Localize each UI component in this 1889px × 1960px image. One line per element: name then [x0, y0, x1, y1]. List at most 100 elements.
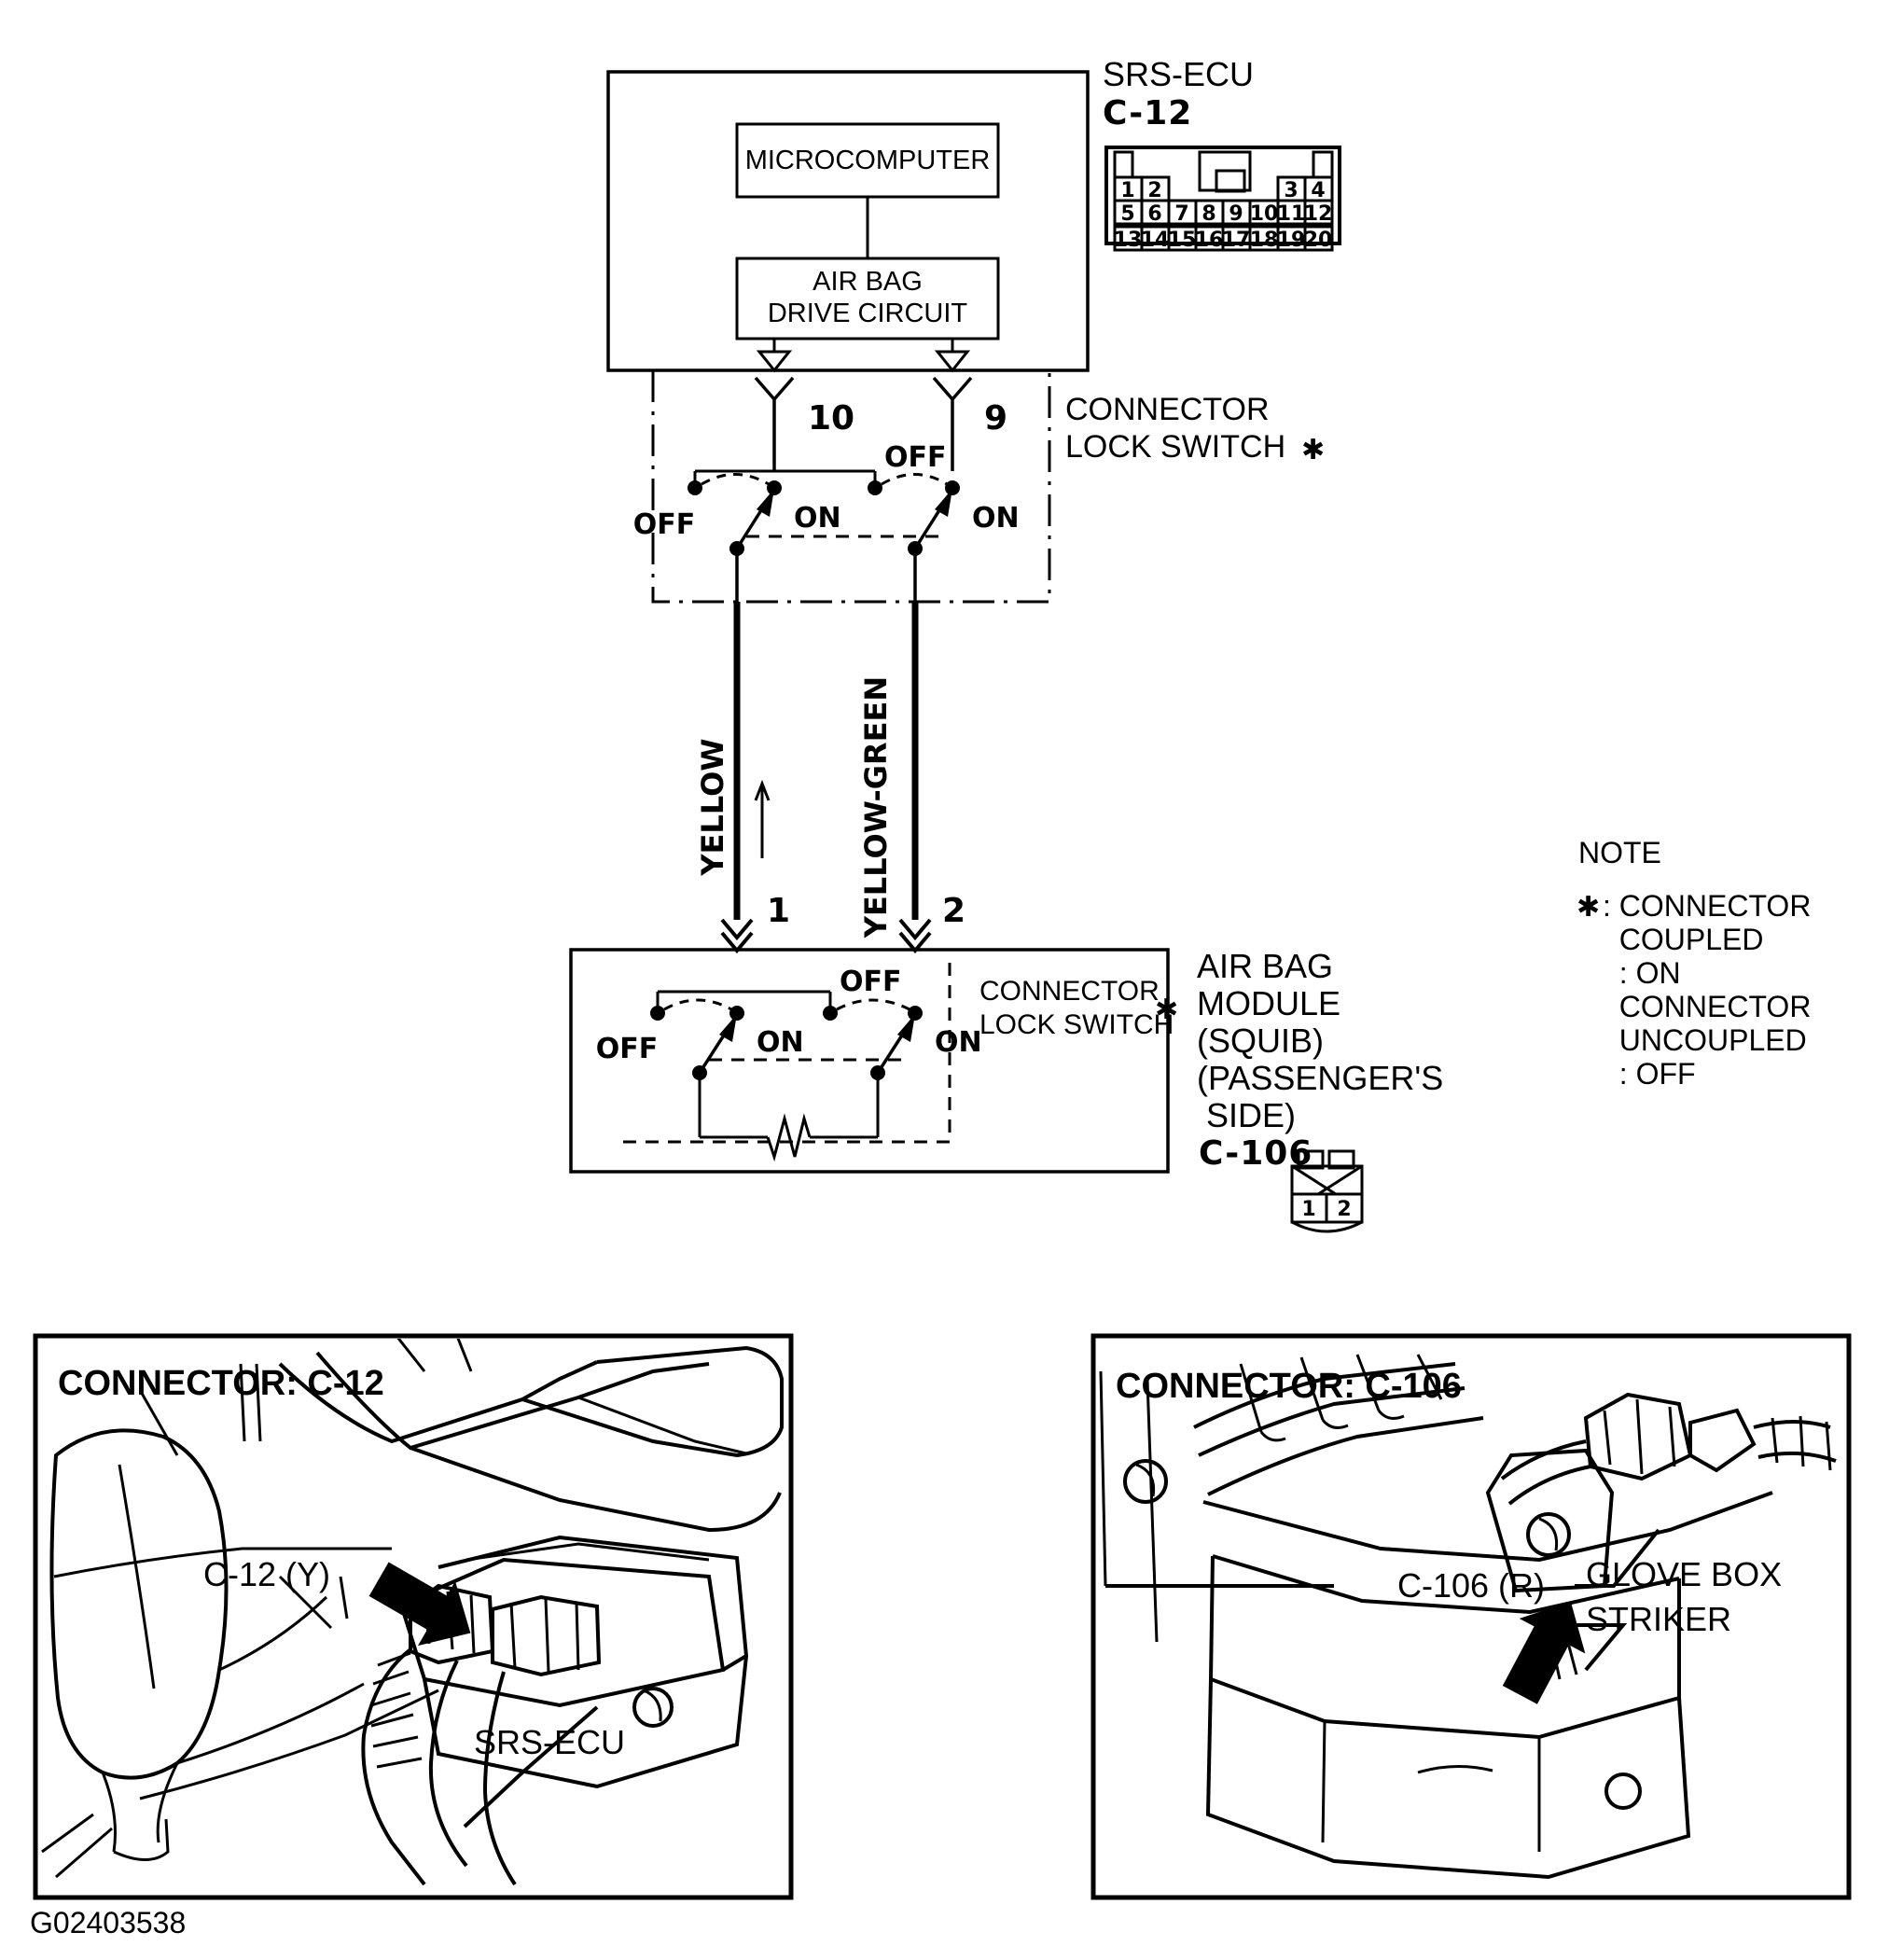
c12-pin: 13 [1114, 229, 1143, 252]
srs-ecu-title: SRS-ECU [1103, 55, 1254, 93]
c12-pin: 10 [1250, 202, 1279, 226]
srs-ecu-outline [606, 70, 1090, 372]
module-label-on-left: ON [757, 1026, 804, 1059]
current-direction-arrow [754, 779, 771, 858]
switch-arc-right [881, 473, 948, 486]
switch-arc-left [701, 473, 770, 486]
c12-pin: 17 [1222, 229, 1251, 252]
module-name-line4: (PASSENGER'S [1197, 1059, 1443, 1097]
c12-pin: 11 [1277, 202, 1306, 226]
photo-panel-c106-title: CONNECTOR: C-106 [1116, 1367, 1462, 1406]
triangle-marker-output [934, 350, 971, 373]
upper-lock-switch-title-line1: CONNECTOR [1065, 392, 1270, 427]
c12-pin: 3 [1284, 179, 1298, 202]
c12-pin: 18 [1250, 229, 1279, 252]
drive-circuit-label-line2: DRIVE CIRCUIT [768, 299, 968, 328]
pin-terminal-10 [754, 376, 795, 471]
note-asterisk-marker: ✱ [1576, 891, 1600, 924]
module-contact-on-right [908, 1006, 923, 1021]
callout-label-glove-box: GLOVE BOX [1586, 1555, 1782, 1593]
ecu-pin-number-9: 9 [984, 399, 1007, 438]
c12-pin: 9 [1229, 202, 1243, 226]
module-label-off-right: OFF [840, 966, 902, 998]
module-switch-arc-right [836, 998, 910, 1011]
callout-label-c106-r: C-106 (R) [1397, 1566, 1545, 1605]
air-bag-module-outline [569, 948, 1170, 1174]
note-heading: NOTE [1578, 836, 1661, 869]
label-on-left: ON [794, 502, 841, 535]
triangle-marker-input [756, 350, 793, 373]
module-contact-on-left [729, 1006, 744, 1021]
c12-pin: 8 [1201, 202, 1215, 226]
asterisk-marker-upper: ✱ [1301, 434, 1325, 466]
module-actuator-arrow-left [719, 1014, 737, 1042]
c12-pin: 20 [1304, 229, 1333, 252]
note-line-3: : ON [1603, 956, 1681, 990]
module-lock-switch-title-line2: LOCK SWITCH [979, 1009, 1174, 1040]
contact-on-right [945, 480, 960, 495]
squib-resistor-symbol [766, 1113, 812, 1162]
wire-arrow-yellowgreen-a [898, 918, 932, 941]
module-name-line1: AIR BAG [1197, 947, 1333, 985]
module-lock-switch-boundary [623, 961, 951, 1144]
air-bag-drive-circuit-box [735, 257, 1000, 341]
module-name-line5: SIDE) [1197, 1096, 1296, 1134]
module-contact-off-left [650, 1006, 665, 1021]
c12-pin: 14 [1141, 229, 1170, 252]
contact-off-right [868, 480, 882, 495]
callout-label-c12-y: C-12 (Y) [203, 1555, 330, 1593]
asterisk-marker-module: ✱ [1155, 994, 1178, 1026]
c12-pin: 4 [1311, 179, 1325, 202]
connector-c12-symbol: 1 2 3 4 5 6 7 8 9 10 11 12 [1104, 146, 1341, 252]
module-actuator-arrow-right [897, 1014, 915, 1042]
wire-color-label-yellow-green: YELLOW-GREEN [858, 676, 894, 938]
module-label-off-left: OFF [596, 1033, 659, 1065]
module-contact-off-right [823, 1006, 838, 1021]
note-line-2: COUPLED [1603, 923, 1763, 956]
ecu-pin-number-10: 10 [808, 399, 854, 438]
contact-on-left [767, 480, 782, 495]
c106-pin: 2 [1337, 1198, 1351, 1221]
module-lock-switch-title-line1: CONNECTOR [979, 976, 1160, 1007]
squib-pin-number-1: 1 [767, 892, 790, 930]
wire-color-label-yellow: YELLOW [695, 738, 730, 876]
c12-pin: 7 [1174, 202, 1188, 226]
air-bag-module-block: OFF ON OFF ON [569, 948, 1170, 1174]
srs-ecu-connector-id: C-12 [1103, 94, 1192, 132]
module-label-on-right: ON [935, 1026, 982, 1059]
c12-pin: 2 [1147, 179, 1161, 202]
callout-label-striker: STRIKER [1586, 1600, 1731, 1638]
c12-pin: 6 [1147, 202, 1161, 226]
c12-pin: 16 [1195, 229, 1224, 252]
note-block: NOTE ✱ : CONNECTOR COUPLED : ON CONNECTO… [1576, 836, 1811, 1091]
c12-pin: 5 [1120, 202, 1134, 226]
c12-pin: 12 [1304, 202, 1333, 226]
lock-switch-boundary [651, 370, 1051, 604]
figure-id: G02403538 [30, 1906, 186, 1939]
drive-circuit-label-line1: AIR BAG [813, 267, 923, 297]
c12-pin: 1 [1120, 179, 1134, 202]
photo-panel-c106-frame [1090, 1333, 1852, 1900]
c12-pin-row-3: 13 14 15 16 17 18 19 20 [1113, 225, 1334, 252]
photo-panel-c106: CONNECTOR: C-106 C-106 (R) GLOVE BOX STR… [1090, 1333, 1852, 1900]
contact-off-left [688, 480, 702, 495]
c12-pin: 19 [1277, 229, 1306, 252]
module-name-line3: (SQUIB) [1197, 1022, 1324, 1060]
note-line-5: UNCOUPLED [1603, 1023, 1807, 1057]
note-line-1: : CONNECTOR [1603, 889, 1811, 923]
upper-lock-switch-title-line2: LOCK SWITCH [1065, 429, 1285, 465]
c12-pin-row-2: 5 6 7 8 9 10 11 12 [1113, 199, 1334, 226]
label-off-left: OFF [633, 508, 696, 541]
upper-connector-lock-switch-region: 10 9 OFF ON OFF ON [633, 370, 1051, 604]
callout-arrow-c12 [368, 1562, 471, 1647]
note-line-6: : OFF [1603, 1057, 1696, 1091]
c106-pin: 1 [1301, 1198, 1315, 1221]
label-on-right: ON [972, 502, 1020, 535]
microcomputer-label: MICROCOMPUTER [745, 146, 991, 175]
photo-panel-c12: CONNECTOR: C-12 C-12 (Y) SRS-ECU [33, 1333, 794, 1900]
connector-c106-symbol: 1 2 [1290, 1149, 1364, 1233]
srs-ecu-block: MICROCOMPUTER AIR BAG DRIVE CIRCUIT [606, 70, 1090, 373]
wire-arrow-yellow-a [720, 918, 754, 941]
